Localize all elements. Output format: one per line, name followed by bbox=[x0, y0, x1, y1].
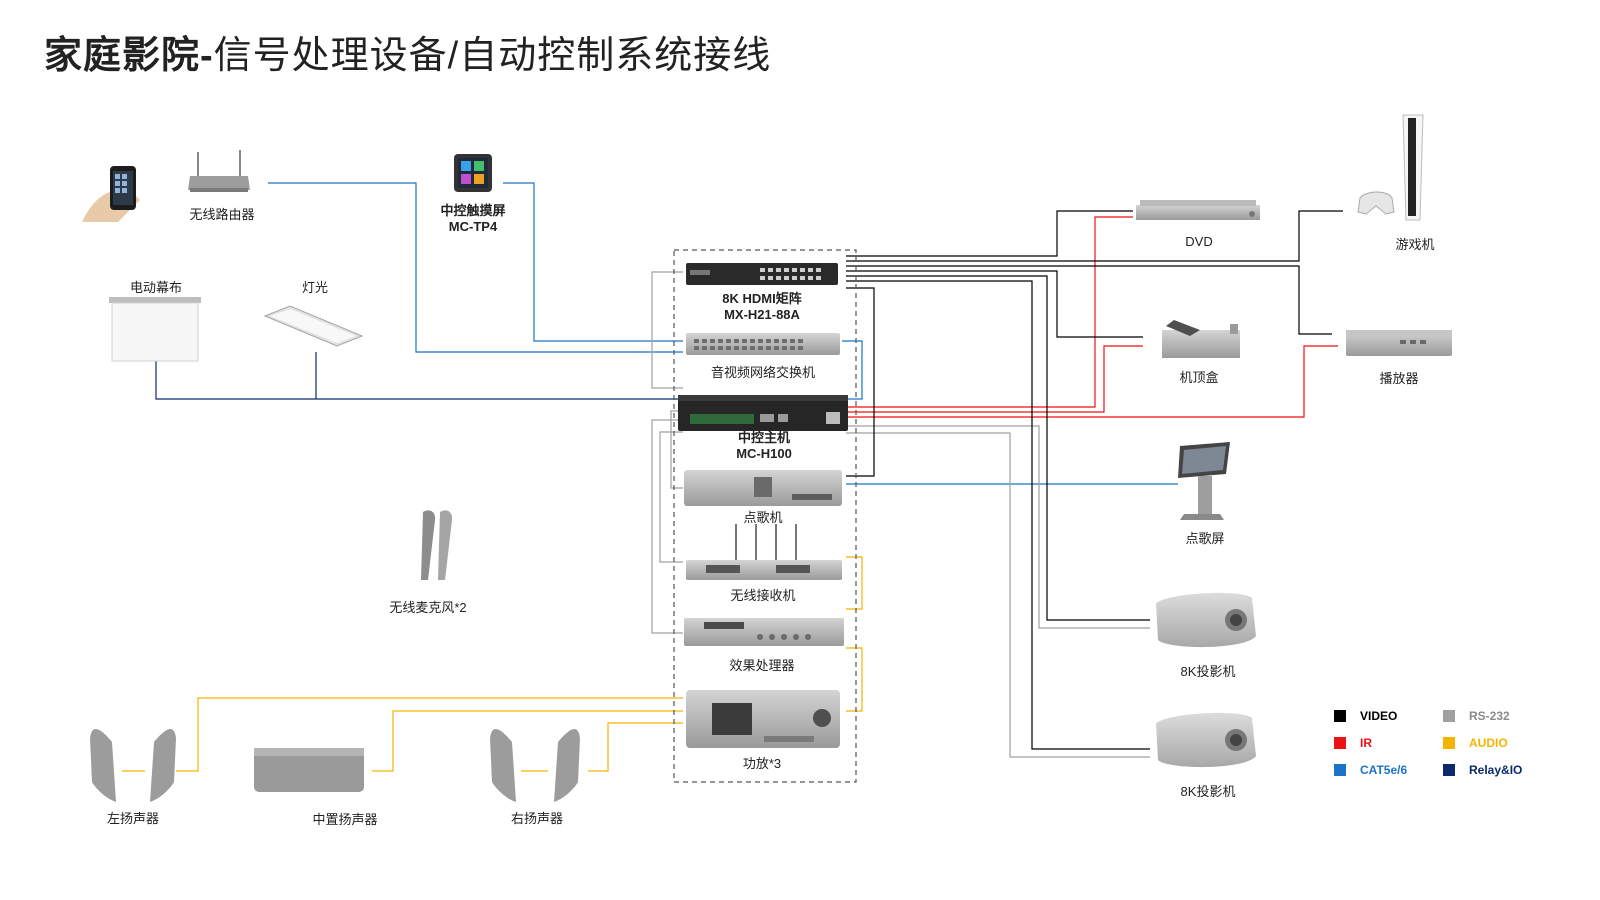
speaker-icon bbox=[490, 729, 580, 802]
ktv-player-icon bbox=[684, 470, 842, 506]
wireless-mic-label: 无线麦克风*2 bbox=[389, 600, 467, 615]
wireless-receiver-icon bbox=[686, 524, 842, 580]
router-icon bbox=[188, 150, 250, 192]
media-player-icon bbox=[1346, 330, 1452, 356]
ktv-screen-label: 点歌屏 bbox=[1185, 531, 1225, 546]
controller-label: 中控主机 MC-H100 bbox=[736, 430, 792, 462]
legend-item-relay: Relay&IO bbox=[1443, 763, 1522, 777]
legend-item-cat: CAT5e/6 bbox=[1334, 763, 1407, 777]
touch-screen-name: 中控触摸屏 bbox=[440, 203, 506, 218]
amplifier-icon bbox=[686, 690, 840, 748]
legend-swatch-rs232 bbox=[1443, 710, 1455, 722]
controller-name: 中控主机 bbox=[737, 430, 790, 445]
control-host-icon bbox=[678, 395, 848, 431]
wires-audio bbox=[122, 556, 863, 772]
electric-screen-label: 电动幕布 bbox=[129, 280, 183, 295]
set-top-box-icon bbox=[1162, 320, 1240, 358]
legend-label-ir: IR bbox=[1360, 736, 1372, 750]
legend-item-ir: IR bbox=[1334, 736, 1372, 750]
wires-video bbox=[846, 210, 1343, 750]
legend-swatch-cat bbox=[1334, 764, 1346, 776]
projector-2-label: 8K投影机 bbox=[1180, 784, 1236, 799]
wires-ir bbox=[846, 216, 1338, 418]
speaker-icon bbox=[90, 729, 176, 802]
game-console-icon bbox=[1357, 114, 1424, 221]
right-speaker-label: 右扬声器 bbox=[510, 811, 564, 826]
title-main: 家庭影院- bbox=[44, 35, 214, 77]
matrix-label: 8K HDMI矩阵 MX-H21-88A bbox=[722, 291, 801, 323]
light-label: 灯光 bbox=[301, 280, 329, 295]
projector-1-label: 8K投影机 bbox=[1180, 664, 1236, 679]
rack-outline bbox=[673, 249, 857, 783]
legend-label-rs232: RS-232 bbox=[1469, 709, 1510, 723]
center-speaker-label: 中置扬声器 bbox=[312, 812, 378, 827]
projector-icon bbox=[1156, 592, 1256, 648]
legend-item-audio: AUDIO bbox=[1443, 736, 1508, 750]
legend-label-video: VIDEO bbox=[1360, 709, 1398, 723]
projector-icon bbox=[1156, 712, 1256, 768]
network-switch-label: 音视频网络交换机 bbox=[710, 365, 816, 380]
ktv-player-label: 点歌机 bbox=[743, 510, 783, 525]
legend-swatch-relay bbox=[1443, 764, 1455, 776]
wireless-receiver-label: 无线接收机 bbox=[730, 588, 796, 603]
legend-swatch-ir bbox=[1334, 737, 1346, 749]
ceiling-light-icon bbox=[263, 305, 364, 347]
hdmi-matrix-icon bbox=[686, 263, 838, 285]
effects-processor-icon bbox=[684, 618, 844, 646]
legend-label-relay: Relay&IO bbox=[1469, 763, 1523, 777]
legend-label-audio: AUDIO bbox=[1469, 736, 1508, 750]
set-top-box-label: 机顶盒 bbox=[1179, 370, 1219, 385]
wires-rs232 bbox=[651, 271, 1150, 758]
legend-swatch-video bbox=[1334, 710, 1346, 722]
legend-item-rs232: RS-232 bbox=[1443, 709, 1510, 723]
microphone-icon bbox=[421, 510, 453, 580]
game-console-label: 游戏机 bbox=[1395, 237, 1435, 252]
phone-in-hand-icon bbox=[82, 166, 140, 222]
legend-swatch-audio bbox=[1443, 737, 1455, 749]
title-sub: 信号处理设备/自动控制系统接线 bbox=[213, 35, 772, 77]
wires-cat bbox=[268, 182, 1178, 485]
kiosk-screen-icon bbox=[1178, 442, 1230, 520]
matrix-model: MX-H21-88A bbox=[724, 307, 800, 322]
router-label: 无线路由器 bbox=[189, 207, 255, 222]
effects-processor-label: 效果处理器 bbox=[729, 658, 795, 673]
network-switch-icon bbox=[686, 333, 840, 355]
left-speaker-label: 左扬声器 bbox=[106, 811, 160, 826]
controller-model: MC-H100 bbox=[736, 446, 792, 461]
touch-screen-model: MC-TP4 bbox=[448, 219, 498, 234]
amplifier-label: 功放*3 bbox=[742, 756, 782, 771]
player-label: 播放器 bbox=[1379, 371, 1419, 386]
page-title: 家庭影院-信号处理设备/自动控制系统接线 bbox=[44, 24, 771, 79]
dvd-label: DVD bbox=[1185, 234, 1213, 249]
matrix-name: 8K HDMI矩阵 bbox=[722, 291, 802, 306]
legend-label-cat: CAT5e/6 bbox=[1360, 763, 1408, 777]
projection-screen-icon bbox=[109, 297, 201, 362]
dvd-player-icon bbox=[1136, 200, 1260, 220]
touch-panel-icon bbox=[454, 154, 492, 192]
center-speaker-icon bbox=[254, 748, 364, 792]
legend-item-video: VIDEO bbox=[1334, 709, 1397, 723]
touch-screen-label: 中控触摸屏 MC-TP4 bbox=[440, 203, 505, 235]
